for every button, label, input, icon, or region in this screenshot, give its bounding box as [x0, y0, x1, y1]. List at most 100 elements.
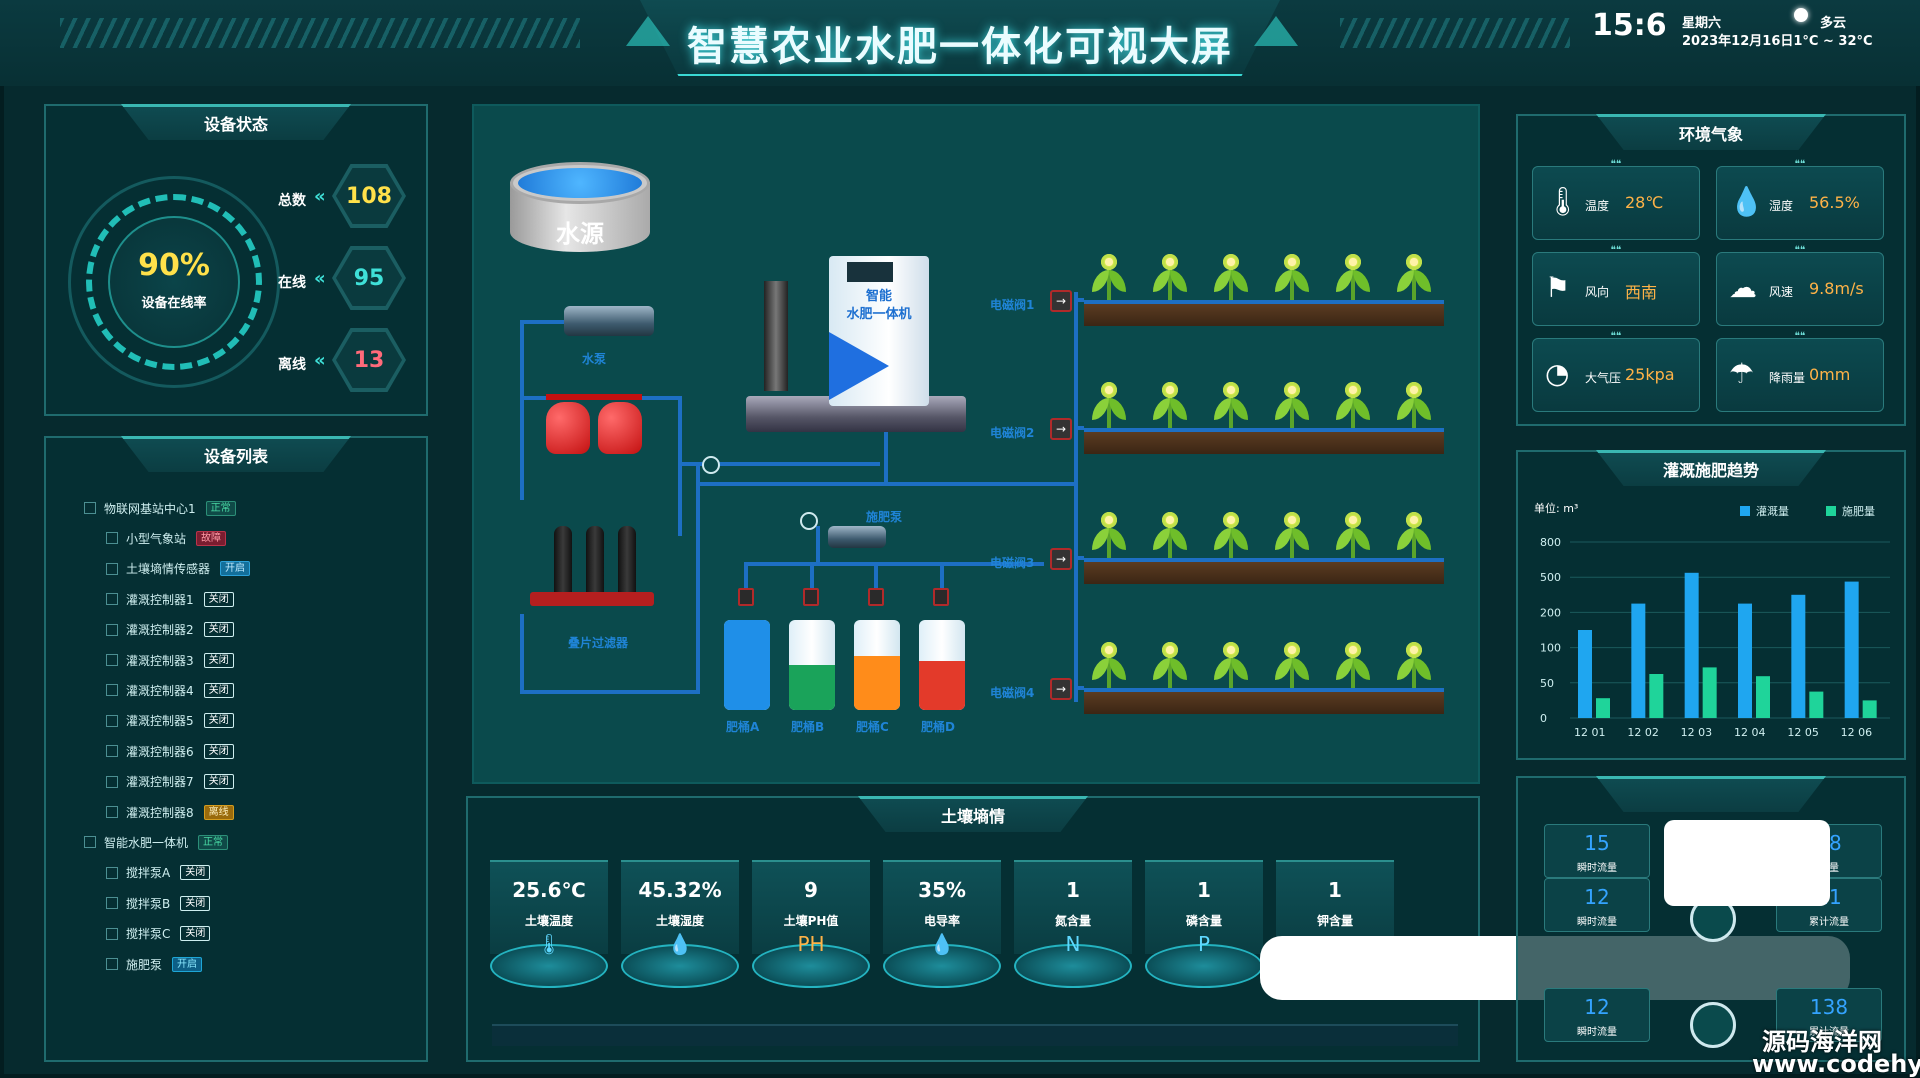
plant-icon: [1397, 642, 1431, 688]
checkbox[interactable]: [106, 806, 118, 818]
valve-icon[interactable]: [868, 588, 884, 606]
soil-metric-label: 土壤PH值: [783, 914, 839, 928]
flow-value: 12: [1584, 995, 1610, 1019]
flow-label: 瞬时流量: [1577, 917, 1617, 928]
metric-platform-disc: [883, 944, 1001, 988]
device-list-item[interactable]: 土壤墒情传感器开启: [106, 559, 251, 579]
weather-value: 28℃: [1625, 193, 1664, 212]
weather-value: 9.8m/s: [1809, 279, 1864, 298]
checkbox[interactable]: [84, 502, 96, 514]
water-pump[interactable]: [564, 306, 654, 336]
y-tick-label: 50: [1540, 677, 1554, 690]
checkbox[interactable]: [106, 958, 118, 970]
offline-hex: 13: [332, 328, 406, 392]
device-name: 土壤墒情传感器: [126, 562, 211, 577]
checkbox[interactable]: [106, 562, 118, 575]
fertigation-machine[interactable]: 智能水肥一体机: [829, 256, 929, 406]
legend-label: 施肥量: [1842, 505, 1875, 518]
weather-label: 温度: [1585, 199, 1610, 213]
x-tick-label: 12 04: [1734, 726, 1766, 739]
device-name: 灌溉控制器8: [126, 805, 194, 820]
x-tick-label: 12 02: [1627, 726, 1659, 739]
solenoid-valve-label: 电磁阀1: [990, 298, 1035, 312]
plant-icon: [1275, 254, 1309, 300]
checkbox[interactable]: [106, 623, 118, 636]
bucket-label: 肥桶B: [791, 720, 825, 734]
chevron-left-icon: «: [314, 268, 326, 289]
water-source-label: 水源: [556, 220, 604, 248]
fertilizer-bucket: [789, 620, 835, 710]
chevron-left-icon: «: [314, 186, 326, 207]
online-label: 在线: [278, 275, 306, 291]
checkbox[interactable]: [106, 714, 118, 727]
valve-icon[interactable]: [803, 588, 819, 606]
metric-platform-disc: [752, 944, 870, 988]
checkbox[interactable]: [106, 532, 118, 545]
checkbox[interactable]: [106, 775, 118, 788]
pipe: [678, 462, 880, 466]
card-notch-icon: ❝❝: [1610, 331, 1622, 342]
solenoid-valve-icon[interactable]: →: [1050, 290, 1072, 312]
panel-title: 灌溉施肥趋势: [1596, 450, 1826, 486]
watermark-url: www.codehy.com: [1752, 1050, 1920, 1078]
weather-text: 多云: [1820, 16, 1847, 31]
metric-platform-disc: [621, 944, 739, 988]
pipe: [810, 562, 814, 592]
panel-title: 设备状态: [121, 104, 351, 140]
plant-icon: [1092, 382, 1126, 428]
solenoid-valve-icon[interactable]: →: [1050, 418, 1072, 440]
flow-label: 瞬时流量: [1577, 1027, 1617, 1038]
flow-meter-icon: [1690, 1002, 1736, 1048]
device-list-item[interactable]: 施肥泵开启: [106, 954, 203, 974]
device-list-item[interactable]: 智能水肥一体机正常: [84, 832, 229, 852]
checkbox[interactable]: [106, 866, 118, 879]
bar-fertilizer: [1596, 698, 1610, 718]
soil-metric-value: 9: [804, 878, 818, 902]
solenoid-valve-icon[interactable]: →: [1050, 678, 1072, 700]
checkbox[interactable]: [106, 745, 118, 758]
valve-icon[interactable]: [933, 588, 949, 606]
device-name: 智能水肥一体机: [104, 835, 189, 850]
flow-value: 138: [1809, 995, 1849, 1019]
status-badge: 关闭: [180, 926, 211, 942]
header-bar: 智慧农业水肥一体化可视大屏 15:6 星期六 2023年12月16日1°C ~ …: [0, 0, 1920, 86]
header-decor-left: [60, 18, 580, 48]
device-status-panel: 设备状态 90% 设备在线率 总数 « 108 在线 « 95 离线 « 13: [44, 104, 428, 416]
valve-icon[interactable]: [738, 588, 754, 606]
wind-speed-icon: ☁: [1729, 271, 1757, 304]
checkbox[interactable]: [106, 927, 118, 940]
soil-metric-value: 1: [1328, 878, 1342, 902]
device-list-item[interactable]: 小型气象站故障: [106, 528, 227, 548]
bar-irrigation: [1738, 603, 1752, 718]
fertilizer-pump[interactable]: [828, 526, 886, 548]
plant-icon: [1092, 512, 1126, 558]
pipe: [678, 396, 682, 536]
checkbox[interactable]: [84, 836, 96, 849]
device-list-item[interactable]: 搅拌泵C 关闭: [106, 924, 211, 944]
checkbox[interactable]: [106, 654, 118, 666]
conductivity-icon: 💧: [929, 932, 955, 956]
checkbox[interactable]: [106, 684, 118, 697]
checkbox[interactable]: [106, 897, 118, 910]
device-name: 搅拌泵C: [126, 927, 171, 942]
checkbox[interactable]: [106, 593, 118, 606]
soil-metric-label: 钾含量: [1316, 914, 1353, 928]
solenoid-valve-icon[interactable]: →: [1050, 548, 1072, 570]
status-ring-inner: [108, 216, 240, 348]
